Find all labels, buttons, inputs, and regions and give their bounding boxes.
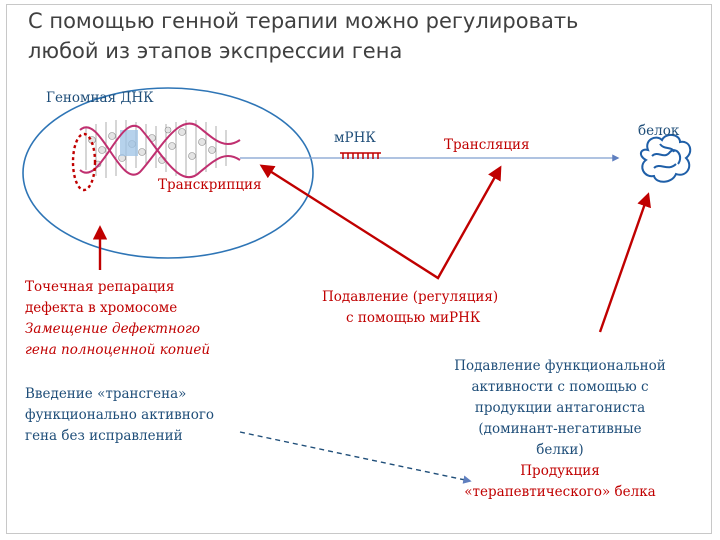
slide-frame (6, 4, 712, 534)
note-antagonist: Подавление функциональной активности с п… (430, 356, 690, 461)
nucleus-ellipse (22, 87, 314, 259)
label-genomic-dna: Геномная ДНК (46, 90, 154, 106)
label-translation: Трансляция (444, 137, 530, 153)
arrow-antagonist-to-protein (598, 192, 651, 333)
note-antagonist-line-2: активности с помощью с (471, 379, 649, 395)
title-line-2: любой из этапов экспрессии гена (28, 39, 403, 63)
title-line-1: С помощью генной терапии можно регулиров… (28, 9, 579, 33)
note-antagonist-line-4: (доминант-негативные (478, 421, 642, 437)
note-transgene-line-1: Введение «трансгена» (25, 386, 187, 402)
note-antagonist-line-1: Подавление функциональной (454, 358, 666, 374)
note-product-line-1: Продукция (520, 463, 600, 479)
slide-title: С помощью генной терапии можно регулиров… (28, 6, 688, 66)
arrow-transgene-to-product (239, 431, 472, 484)
note-repair-line-1: Точечная репарация (25, 279, 175, 295)
dna-helix-icon (71, 120, 241, 192)
mrna-strand-icon (340, 152, 381, 159)
note-transgene-line-2: функционально активного (25, 407, 215, 423)
label-protein: белок (638, 123, 680, 139)
arrow-mirna-regulation (259, 164, 502, 280)
label-transcription: Транскрипция (158, 177, 262, 193)
note-antagonist-line-5: белки) (536, 442, 584, 458)
protein-blob-icon (640, 134, 692, 183)
note-mirna-line-2: с помощью миРНК (346, 310, 481, 326)
note-therapeutic-product: Продукция «терапевтического» белка (430, 461, 690, 503)
note-repair-line-2: дефекта в хромосоме (25, 300, 178, 316)
note-mirna-line-1: Подавление (регуляция) (322, 289, 499, 305)
note-replace-line-1: Замещение дефектного (25, 321, 200, 337)
note-transgene-line-3: гена без исправлений (25, 428, 183, 444)
note-replace-line-2: гена полноценной копией (25, 342, 211, 358)
note-product-line-2: «терапевтического» белка (464, 484, 656, 500)
note-antagonist-line-3: продукции антагониста (474, 400, 646, 416)
label-mrna: мРНК (334, 130, 376, 146)
